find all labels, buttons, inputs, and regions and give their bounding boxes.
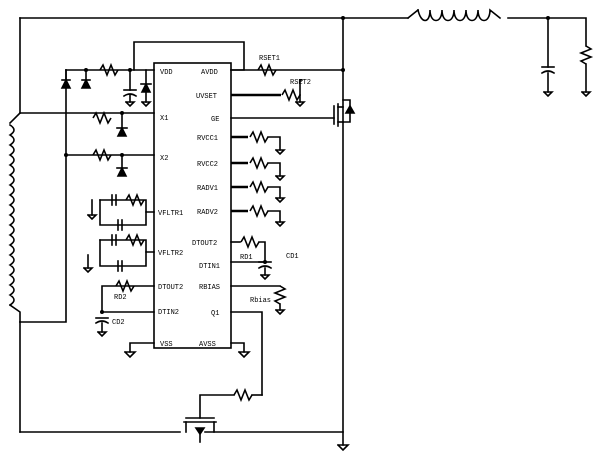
vfltr1-filter-network [86, 192, 155, 231]
pin-label-vdd: VDD [160, 69, 173, 77]
ic-chip-body [153, 62, 232, 349]
pin-label-rbias: RBIAS [199, 284, 220, 292]
transformer-winding-left [8, 111, 22, 323]
rbias-network: Rbias [230, 285, 288, 316]
rvcc2-network [231, 155, 286, 182]
avss-ground [230, 342, 251, 359]
rset2-network: RSET2 [231, 79, 311, 108]
pin-label-vfltr2: VFLTR2 [158, 250, 183, 258]
pin-label-x1: X1 [160, 115, 168, 123]
label-rset1: RSET1 [259, 55, 280, 63]
vfltr2-filter-network [82, 232, 155, 274]
ge-gate-drive [230, 99, 356, 127]
pin-label-avss: AVSS [199, 341, 216, 349]
pin-label-radv2: RADV2 [197, 209, 218, 217]
label-rbias: Rbias [250, 297, 271, 305]
x2-input-network [64, 147, 155, 177]
rset1-network: RSET1 [230, 55, 344, 78]
pin-label-radv1: RADV1 [197, 185, 218, 193]
pin-label-rvcc1: RVCC1 [197, 135, 218, 143]
pin-label-rvcc2: RVCC2 [197, 161, 218, 169]
dtin2-network: CD2 [94, 310, 155, 338]
pin-label-dtout2-left: DTOUT2 [158, 284, 183, 292]
rvcc1-network [231, 129, 286, 156]
pin-label-q1: Q1 [211, 310, 219, 318]
label-rd1: RD1 [240, 254, 253, 262]
pin-label-dtin2: DTIN2 [158, 309, 179, 317]
pin-label-vss: VSS [160, 341, 173, 349]
junction-dot [546, 16, 550, 20]
x1-input-network [92, 110, 128, 137]
radv1-network [231, 179, 286, 204]
label-cd2: CD2 [112, 319, 125, 327]
output-capacitor [540, 66, 556, 98]
pin-label-avdd: AVDD [201, 69, 218, 77]
main-ground [336, 443, 350, 452]
radv2-network [231, 203, 286, 228]
inductor-top [406, 8, 502, 22]
q1-drive-network [183, 311, 263, 443]
vss-ground [123, 342, 155, 359]
dtout-dtin1-network: RD1 CD1 [230, 234, 299, 281]
pin-label-ge: GE [211, 116, 219, 124]
pin-label-vfltr1: VFLTR1 [158, 210, 183, 218]
pin-label-dtout2-right: DTOUT2 [192, 240, 217, 248]
label-rd2: RD2 [114, 294, 127, 302]
label-rset2: RSET2 [290, 79, 311, 87]
junction-dot [341, 16, 345, 20]
pin-label-uvset: UVSET [196, 93, 217, 101]
output-resistor [578, 45, 594, 98]
label-cd1: CD1 [286, 253, 299, 261]
dtout2-left-network: RD2 [101, 278, 155, 313]
pin-label-x2: X2 [160, 155, 168, 163]
pin-label-dtin1: DTIN1 [199, 263, 220, 271]
